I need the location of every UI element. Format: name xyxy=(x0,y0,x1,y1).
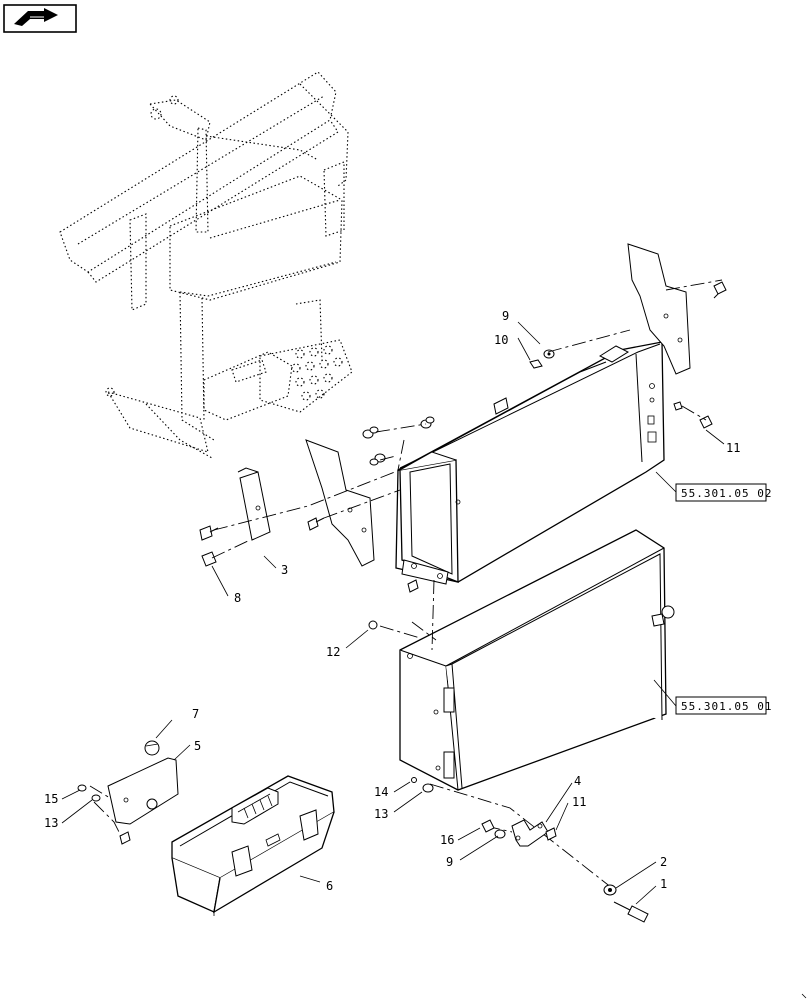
callout-16: 16 xyxy=(440,833,454,847)
callout-4: 4 xyxy=(574,774,581,788)
callout-6: 6 xyxy=(326,879,333,893)
lower-battery-box xyxy=(399,529,675,791)
callout-13-left: 13 xyxy=(44,816,58,830)
corner-tick xyxy=(801,993,807,999)
alignment-lines xyxy=(89,279,723,889)
reference-box-upper[interactable]: 55.301.05 02 xyxy=(655,471,772,502)
reference-upper-label: 55.301.05 02 xyxy=(681,487,772,500)
reference-box-lower[interactable]: 55.301.05 01 xyxy=(653,679,772,715)
nav-arrow-button[interactable] xyxy=(3,4,77,33)
callout-2: 2 xyxy=(660,855,667,869)
callout-1: 1 xyxy=(660,877,667,891)
arrow-right-icon xyxy=(14,8,58,26)
callout-12: 12 xyxy=(326,645,340,659)
fasteners-lower xyxy=(77,620,649,923)
callout-5: 5 xyxy=(194,739,201,753)
callout-8: 8 xyxy=(234,591,241,605)
part-3-strap xyxy=(237,467,271,541)
callout-11-lower: 11 xyxy=(572,795,586,809)
fasteners-upper xyxy=(199,281,727,593)
part-5-bracket xyxy=(107,757,179,825)
part-6-toolbox xyxy=(171,775,335,916)
callout-14: 14 xyxy=(374,785,388,799)
callout-7: 7 xyxy=(192,707,199,721)
callout-9-lower: 9 xyxy=(446,855,453,869)
callout-13-right: 13 xyxy=(374,807,388,821)
callout-10: 10 xyxy=(494,333,508,347)
callout-11-upper: 11 xyxy=(726,441,740,455)
background-assembly xyxy=(59,71,353,459)
right-mounting-bracket xyxy=(627,243,691,375)
callout-15: 15 xyxy=(44,792,58,806)
callout-9-upper: 9 xyxy=(502,309,509,323)
upper-battery-housing xyxy=(395,341,665,585)
leader-lines xyxy=(61,321,725,905)
part-7-knob xyxy=(144,740,160,756)
callout-3: 3 xyxy=(281,563,288,577)
callout-labels: 9 10 11 3 8 12 7 5 15 13 6 14 13 4 11 16… xyxy=(44,309,740,893)
reference-lower-label: 55.301.05 01 xyxy=(681,700,772,713)
